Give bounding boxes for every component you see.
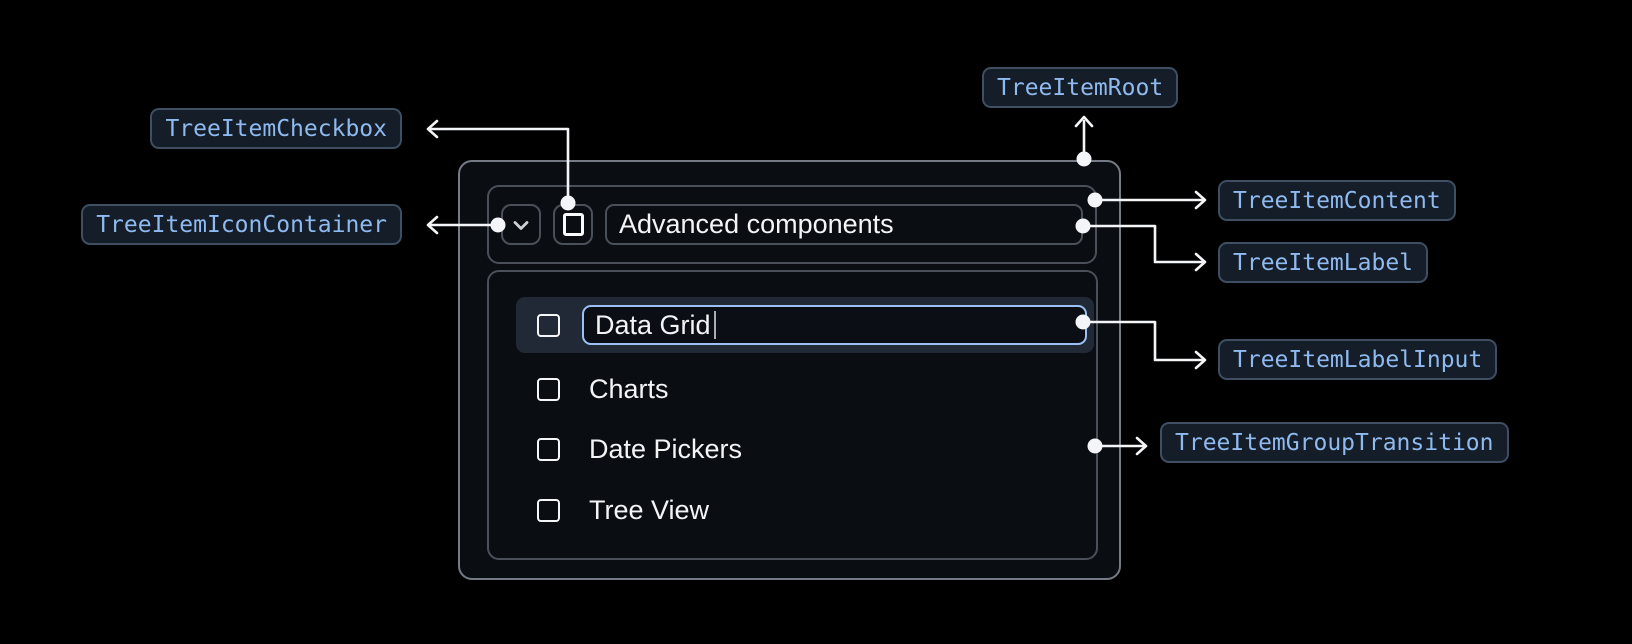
tree-item-row[interactable]: Date Pickers bbox=[537, 435, 742, 463]
checkbox-unchecked-icon[interactable] bbox=[537, 313, 560, 337]
tree-item-row-label: Date Pickers bbox=[589, 433, 743, 464]
tree-item-row[interactable]: Tree View bbox=[537, 496, 709, 524]
annotation-tree-item-label-input: TreeItemLabelInput bbox=[1218, 339, 1498, 380]
checkbox-unchecked-icon[interactable] bbox=[537, 437, 560, 461]
tree-item-label-input[interactable]: Data Grid bbox=[582, 305, 1087, 345]
tree-item-label: Advanced components bbox=[605, 204, 1083, 245]
annotation-tree-item-root: TreeItemRoot bbox=[982, 67, 1179, 108]
checkbox-unchecked-icon[interactable] bbox=[537, 498, 560, 522]
tree-item-checkbox[interactable] bbox=[553, 204, 593, 245]
parent-item-label: Advanced components bbox=[619, 209, 894, 239]
checkbox-unchecked-icon bbox=[562, 213, 584, 236]
checkbox-unchecked-icon[interactable] bbox=[537, 377, 560, 401]
tree-item-root: Advanced components Data Grid Charts Dat… bbox=[458, 160, 1121, 580]
text-caret bbox=[713, 311, 717, 339]
annotation-tree-item-icon-container: TreeItemIconContainer bbox=[81, 204, 402, 245]
annotation-tree-item-content: TreeItemContent bbox=[1218, 180, 1456, 221]
tree-item-row[interactable]: Charts bbox=[537, 375, 669, 403]
tree-item-group-transition: Data Grid Charts Date Pickers Tree View bbox=[487, 270, 1098, 560]
tree-item-row-label: Tree View bbox=[589, 494, 710, 525]
annotation-tree-item-label: TreeItemLabel bbox=[1218, 242, 1429, 283]
tree-item-row-label: Charts bbox=[589, 373, 669, 404]
label-input-value: Data Grid bbox=[595, 309, 711, 340]
tree-item-row-editing[interactable]: Data Grid bbox=[516, 297, 1094, 353]
chevron-down-icon bbox=[509, 213, 533, 237]
annotation-tree-item-group-transition: TreeItemGroupTransition bbox=[1160, 422, 1509, 463]
annotation-tree-item-checkbox: TreeItemCheckbox bbox=[150, 108, 402, 149]
tree-item-content[interactable]: Advanced components bbox=[487, 185, 1097, 264]
tree-item-icon-container[interactable] bbox=[501, 204, 541, 245]
